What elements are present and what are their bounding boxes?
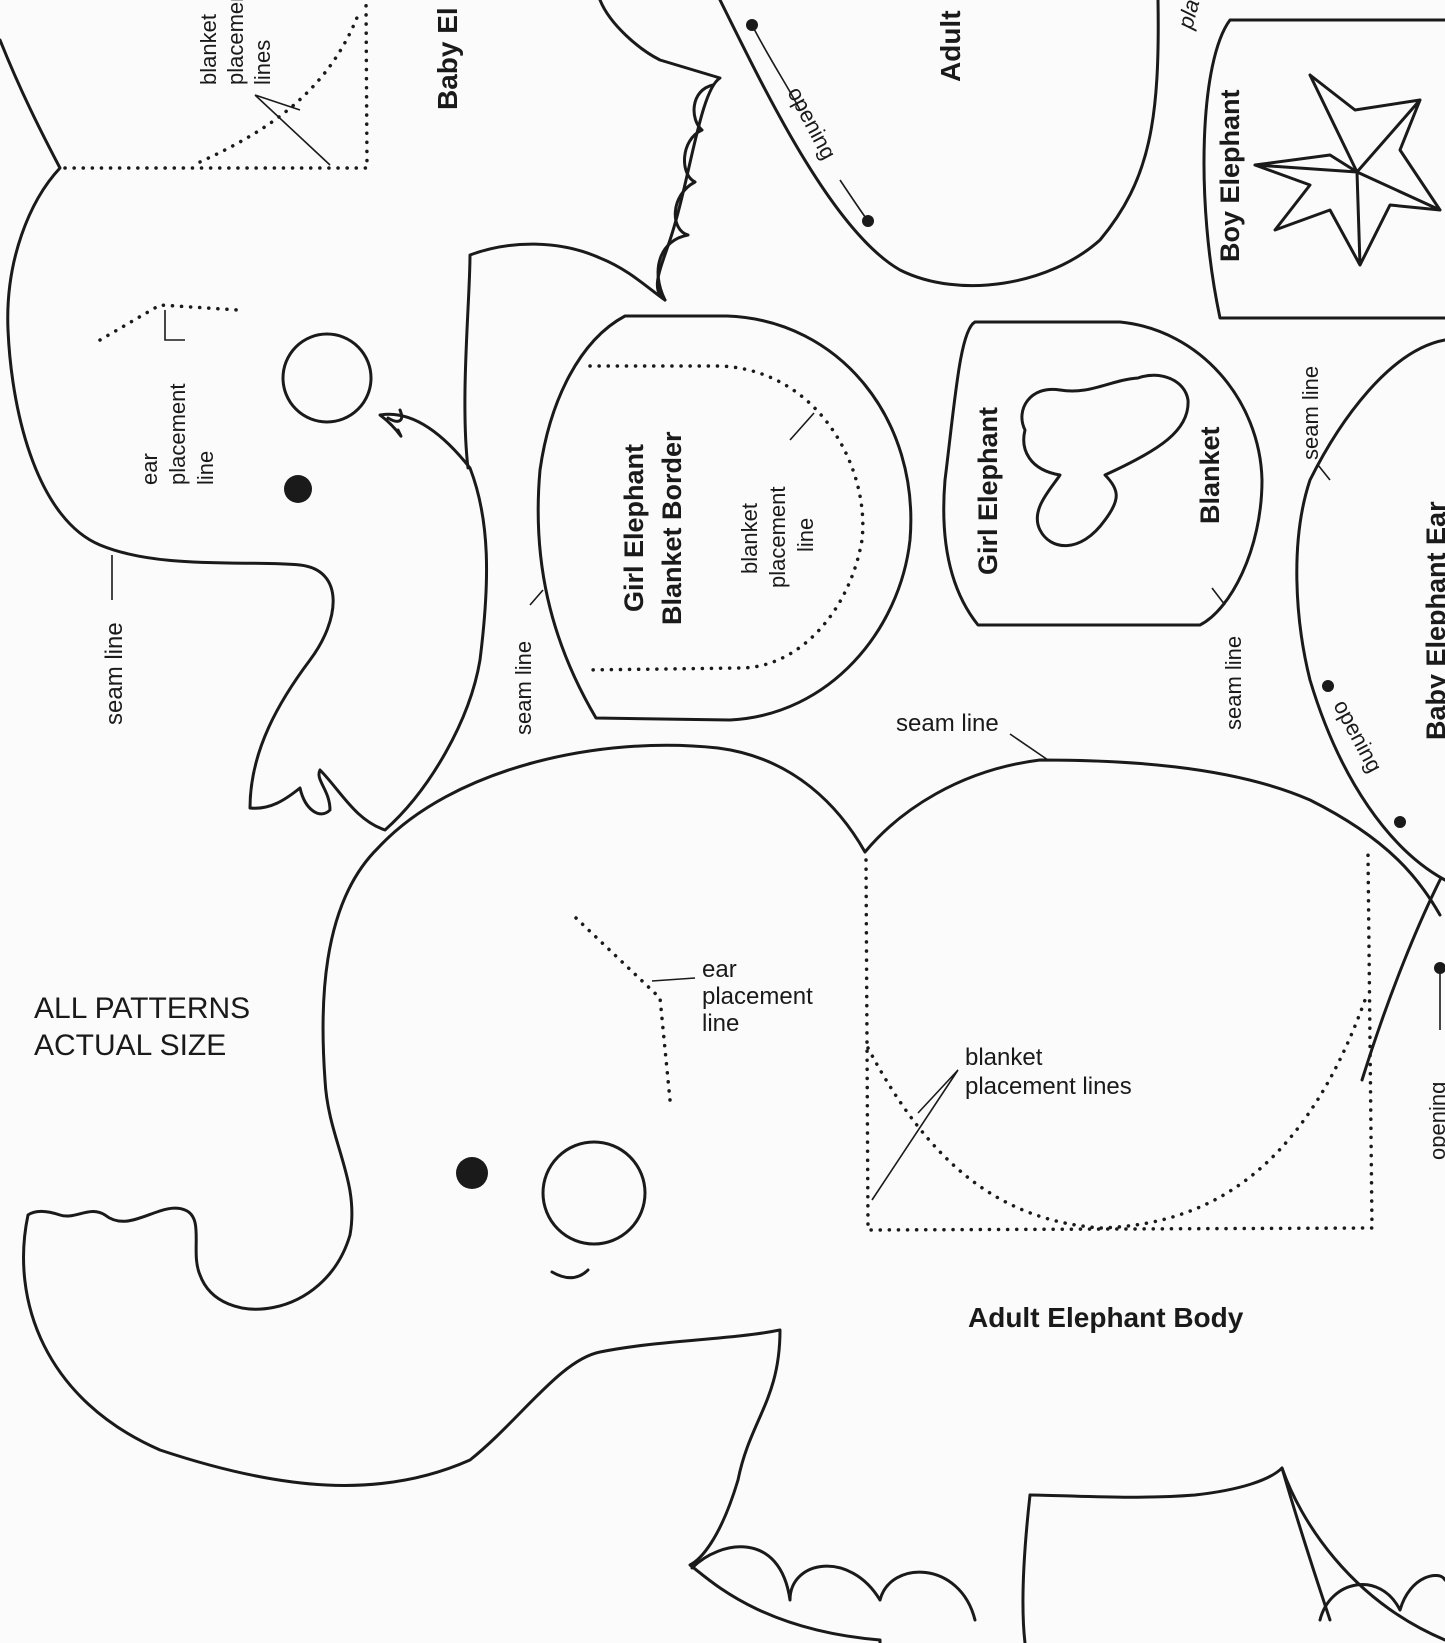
adult-blanket-label-2: placement lines (965, 1073, 1132, 1100)
baby-ear-scallops (656, 83, 715, 302)
baby-ear-leader (164, 310, 185, 341)
adult-body-title: Adult Elephant Body (968, 1302, 1244, 1333)
adult-ear-label-3: line (702, 1010, 739, 1037)
adult-mouth (550, 1268, 590, 1280)
baby-ear-opening-start (1322, 680, 1334, 692)
baby-eye (284, 475, 312, 503)
baby-blanket-label-3: lines (250, 40, 275, 85)
girl-blanket-outline (942, 320, 1264, 627)
baby-cheek (281, 332, 373, 424)
baby-mouth (386, 408, 404, 423)
placement-label-partial: pla (1172, 0, 1204, 32)
adult-ear-label-2: placement (702, 983, 813, 1010)
girl-blanket-seam-leader (1211, 587, 1226, 606)
baby-ear-opening-end (1394, 816, 1406, 828)
baby-blanket-label-1: blanket (196, 14, 221, 85)
girl-blanket-title-1: Girl Elephant (973, 407, 1003, 575)
girl-blanket-piece (942, 320, 1264, 627)
adult-cheek (541, 1140, 647, 1246)
baby-ear-opening-label: opening (1329, 696, 1388, 777)
adult-ear-title-partial: Adult (935, 10, 966, 82)
girl-border-title-2: Blanket Border (657, 431, 687, 625)
baby-body-title-partial: Baby El (432, 7, 463, 110)
baby-seam-label: seam line (101, 622, 128, 725)
adult-body-opening-label: opening (1425, 1082, 1445, 1160)
girl-border-blanket-label-1: blanket (737, 503, 762, 574)
baby-blanket-arc (198, 8, 362, 164)
girl-border-blanket-leader (789, 412, 815, 441)
girl-blanket-title-2: Blanket (1195, 426, 1225, 524)
adult-blanket-arc (866, 998, 1367, 1230)
adult-ear-opening-line (751, 24, 869, 222)
adult-ear-leader (651, 977, 696, 982)
star-icon (1253, 73, 1442, 267)
baby-ear-label-1: ear (137, 453, 162, 485)
baby-blanket-leader (254, 94, 331, 166)
boy-blanket-piece (1202, 18, 1445, 320)
adult-eye (456, 1157, 488, 1189)
baby-ear-placement-line (98, 303, 240, 342)
adult-front-toes (690, 1545, 977, 1622)
baby-blanket-label-2: placement (223, 0, 248, 85)
adult-ear-opening-label: opening (783, 83, 842, 164)
girl-blanket-seam-label: seam line (1221, 636, 1246, 730)
adult-ear-placement-line (574, 916, 672, 1102)
baby-blanket-box (63, 0, 369, 170)
adult-blanket-box (864, 853, 1374, 1232)
adult-blanket-leader (871, 1069, 959, 1201)
baby-body-outline (0, 38, 667, 832)
girl-border-seam-leader (529, 589, 544, 606)
girl-border-blanket-label-3: line (793, 518, 818, 552)
adult-ear-outline (718, 0, 1160, 288)
girl-border-blanket-label-2: placement (765, 486, 790, 588)
girl-blanket-border-piece (529, 314, 913, 722)
boy-blanket-outline (1202, 18, 1445, 320)
baby-ear-seam-leader (1317, 464, 1331, 481)
adult-ear-label-1: ear (702, 956, 737, 983)
baby-ear-piece (1295, 338, 1445, 1030)
all-patterns-label-line1: ALL PATTERNS (34, 992, 250, 1025)
girl-border-seam-label: seam line (511, 641, 536, 735)
baby-ear-title-partial: Baby Elephant Ear (1421, 501, 1445, 740)
baby-ear-seam-label: seam line (1298, 366, 1323, 460)
all-patterns-label-line2: ACTUAL SIZE (34, 1029, 226, 1062)
adult-elephant-body-piece (22, 743, 1445, 1643)
adult-blanket-label-1: blanket (965, 1044, 1043, 1071)
adult-back-toes (1318, 1574, 1445, 1622)
baby-ear-label-3: line (193, 451, 218, 485)
boy-blanket-title: Boy Elephant (1215, 89, 1245, 262)
baby-ear-outline (1295, 338, 1445, 882)
baby-elephant-body-piece (0, 0, 722, 832)
adult-body-seam-label: seam line (896, 710, 999, 737)
girl-border-title-1: Girl Elephant (619, 444, 649, 612)
adult-body-seam-leader (1009, 733, 1049, 761)
heart-icon (1020, 373, 1190, 548)
baby-ear-label-2: placement (165, 383, 190, 485)
adult-body-lower-outline (1021, 1466, 1445, 1643)
girl-border-blanket-line (583, 364, 865, 672)
adult-body-outline (22, 743, 1442, 1643)
girl-border-outline (536, 314, 913, 722)
adult-ear-piece (718, 0, 1160, 288)
